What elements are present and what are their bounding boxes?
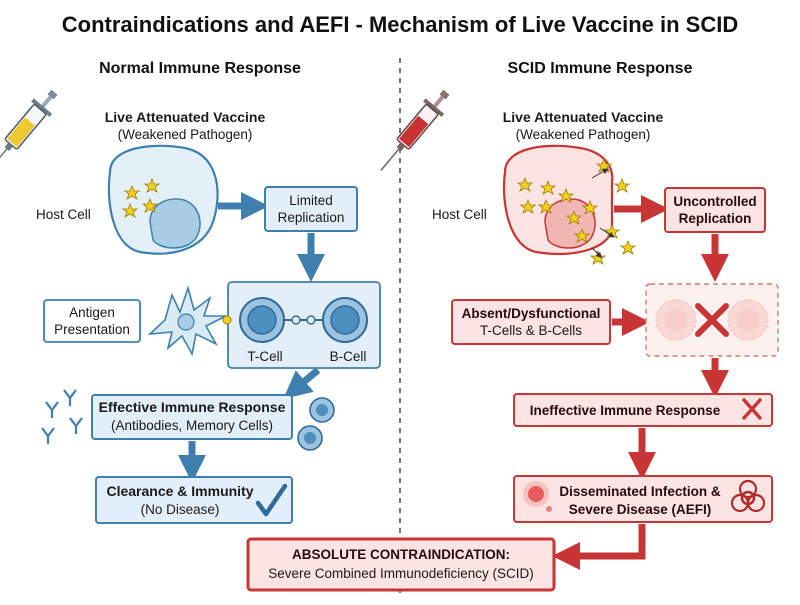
antigen-presentation-box — [43, 299, 141, 343]
left-vaccine-label: Live Attenuated Vaccine — [105, 109, 266, 125]
syringe-icon — [0, 89, 58, 171]
antigen-presentation-label: Antigen — [69, 305, 115, 320]
faded-cell-icon — [655, 299, 769, 341]
effective-response-sublabel: (Antibodies, Memory Cells) — [111, 418, 273, 433]
left-host-cell — [107, 144, 219, 255]
contraindication-label: ABSOLUTE CONTRAINDICATION: — [292, 547, 510, 562]
page-title: Contraindications and AEFI - Mechanism o… — [62, 12, 738, 37]
infection-spot-icon — [523, 481, 552, 512]
dendritic-cell-icon — [147, 285, 227, 357]
antibody-icon — [41, 389, 83, 444]
right-vaccine-label: Live Attenuated Vaccine — [503, 109, 664, 125]
clearance-sublabel: (No Disease) — [141, 502, 220, 517]
antigen-icon — [222, 315, 232, 325]
ineffective-response-box — [513, 393, 773, 427]
cross-icon — [742, 398, 762, 420]
absent-cells-sublabel: T-Cells & B-Cells — [480, 323, 582, 338]
antigen-presentation-sublabel: Presentation — [54, 322, 130, 337]
effective-response-label: Effective Immune Response — [99, 399, 286, 415]
right-heading: SCID Immune Response — [508, 60, 693, 77]
right-vaccine-sublabel: (Weakened Pathogen) — [516, 127, 651, 142]
limited-replication-box — [264, 186, 358, 232]
clearance-box — [95, 476, 293, 524]
t-cell-icon — [239, 297, 285, 343]
biohazard-icon — [730, 479, 766, 513]
clearance-label: Clearance & Immunity — [106, 483, 253, 499]
disseminated-label: Disseminated Infection & — [559, 484, 721, 499]
uncontrolled-replication-sublabel: Replication — [679, 211, 752, 226]
b-cell-label: B-Cell — [330, 349, 367, 364]
syringe-icon — [380, 89, 450, 171]
absent-cells-box — [451, 299, 611, 345]
uncontrolled-replication-box — [664, 187, 766, 233]
absent-cells-label: Absent/Dysfunctional — [462, 306, 601, 321]
t-cell-label: T-Cell — [247, 349, 282, 364]
left-host-cell-label: Host Cell — [36, 207, 91, 222]
contraindication-box — [246, 537, 556, 592]
right-host-cell-label: Host Cell — [432, 207, 487, 222]
escaping-virus-icon — [590, 158, 636, 265]
disseminated-sublabel: Severe Disease (AEFI) — [569, 502, 712, 517]
uncontrolled-replication-label: Uncontrolled — [673, 194, 756, 209]
arrow-disseminated-to-contraindication — [552, 524, 646, 570]
cross-icon — [695, 303, 729, 337]
ineffective-response-label: Ineffective Immune Response — [530, 403, 721, 418]
limited-replication-sublabel: Replication — [278, 210, 345, 225]
contraindication-sublabel: Severe Combined Immunodeficiency (SCID) — [268, 566, 534, 581]
left-vaccine-sublabel: (Weakened Pathogen) — [118, 127, 253, 142]
right-host-cell — [502, 144, 614, 256]
cell-interaction-icon — [284, 315, 323, 325]
memory-cell-icon — [297, 397, 335, 451]
b-cell-icon — [322, 297, 368, 343]
checkmark-icon — [255, 483, 288, 517]
effective-response-box — [91, 394, 293, 440]
limited-replication-label: Limited — [289, 193, 333, 208]
arrow-cells-to-effective — [283, 367, 321, 399]
disseminated-box — [513, 475, 773, 523]
left-heading: Normal Immune Response — [99, 60, 301, 77]
